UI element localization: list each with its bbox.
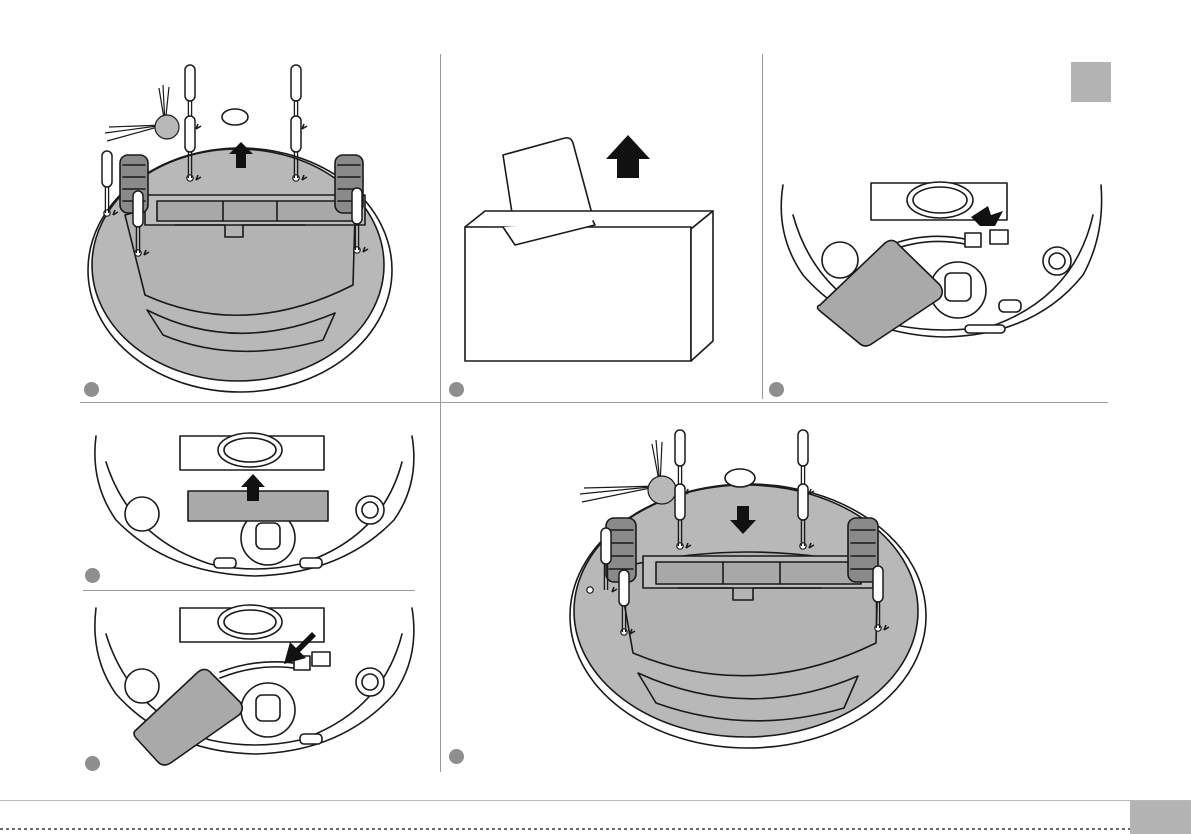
step-3-panel [775,175,1110,355]
footer-rule [0,800,1191,801]
side-brush-icon [105,85,179,141]
divider-vertical-left [440,54,441,772]
step-marker-4 [85,568,100,583]
divider-horizontal-sub [83,590,415,591]
step-marker-1 [84,382,99,397]
language-tab [1071,62,1111,102]
step-marker-3 [769,382,784,397]
divider-vertical-right [762,54,763,399]
page-number-tab [1130,801,1191,834]
step-4-panel [90,428,420,578]
step-5-panel [90,602,420,770]
side-brush-icon [580,440,676,504]
step-2-panel [455,125,725,370]
step-marker-6 [449,749,464,764]
step-1-panel [85,55,425,395]
step-marker-2 [449,382,464,397]
step-6-panel [568,418,933,753]
step-marker-5 [85,756,100,771]
footer-dashed-line [0,828,1130,830]
up-arrow-icon [606,135,650,178]
box-icon [465,211,713,361]
divider-horizontal [80,402,1108,403]
